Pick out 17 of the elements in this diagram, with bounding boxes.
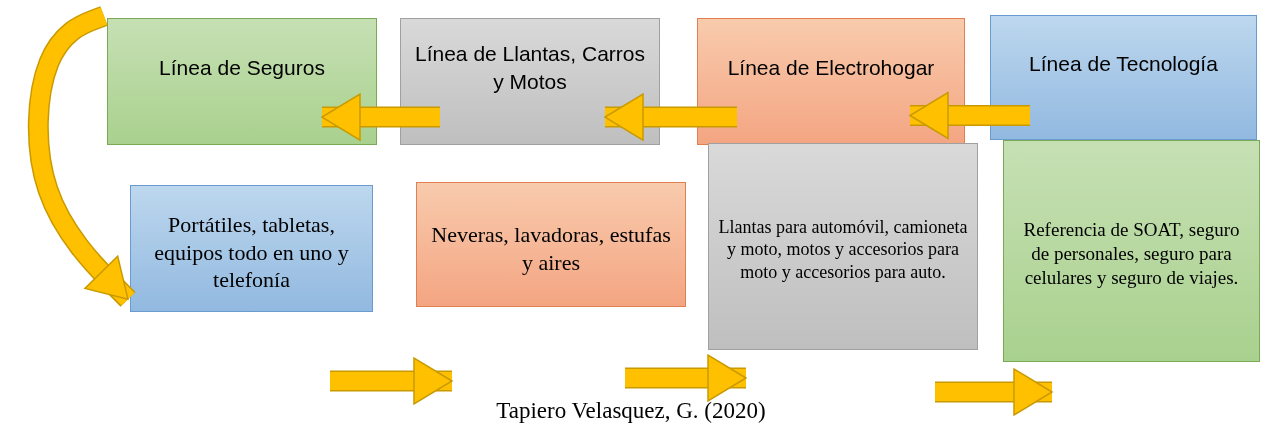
process-box [708,143,978,350]
process-box [1003,140,1260,362]
process-box [697,18,965,145]
process-box [990,15,1257,140]
process-box [130,185,373,312]
process-box [416,182,686,307]
box-label: Neveras, lavadoras, estufas y aires [430,221,672,276]
box-label: Línea de Seguros [159,54,325,81]
box-label: Referencia de SOAT, seguro de personales, seguro para celulares y seguro de viajes. [1022,218,1241,290]
box-label: Línea de Electrohogar [727,54,935,81]
process-box [400,18,660,145]
box-label: Llantas para automóvil, camioneta y moto, motos y accesorios para moto y accesorios para auto. [717,215,969,284]
source-caption: Tapiero Velasquez, G. (2020) [496,398,766,424]
box-label: Línea de Tecnología [1029,50,1218,77]
box-label: Línea de Llantas, Carros y Motos [414,41,646,95]
process-box [107,18,377,145]
box-label: Portátiles, tabletas, equipos todo en uno y telefonía [153,211,350,294]
